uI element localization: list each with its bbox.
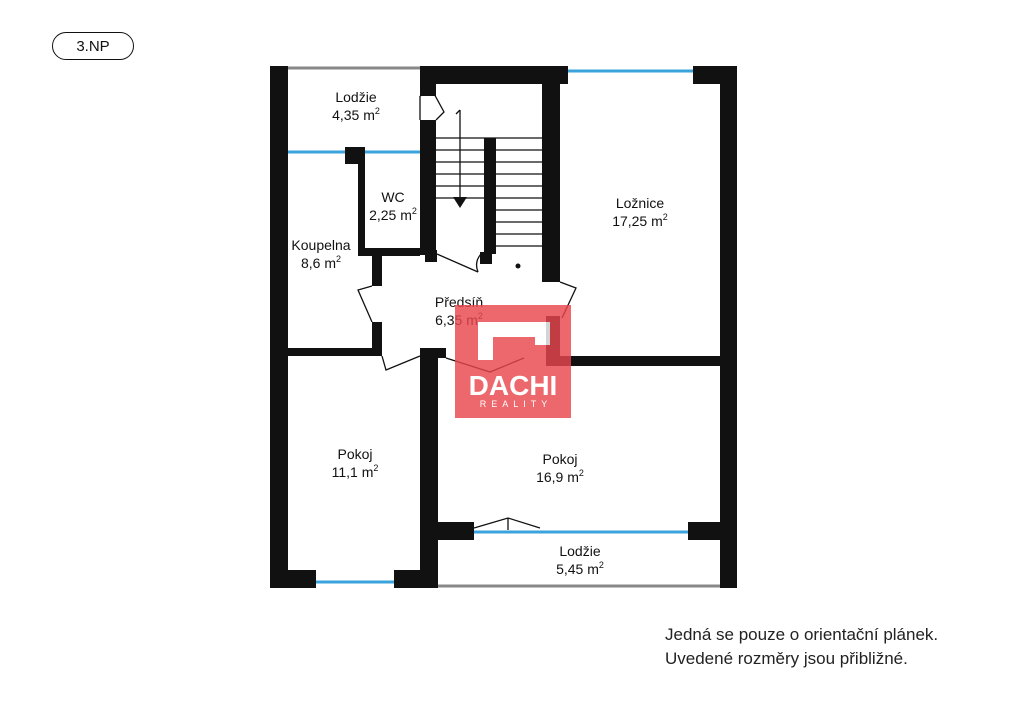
room-area: 5,45 m2 (556, 560, 604, 577)
watermark-brand: DACHI (469, 370, 558, 401)
room-name: Lodžie (335, 89, 376, 105)
stair-start-dot (515, 263, 521, 269)
room-area: 16,9 m2 (536, 468, 584, 485)
room-area: 2,25 m2 (369, 206, 417, 223)
room-name: Pokoj (337, 446, 372, 462)
walls (270, 66, 737, 588)
floor-label: 3.NP (52, 32, 134, 60)
room-area: 4,35 m2 (332, 106, 380, 123)
room-name: Pokoj (542, 451, 577, 467)
door-koupelna (357, 285, 373, 323)
room-name: WC (381, 189, 404, 205)
door-pokoj-left (381, 355, 421, 371)
room-name: Ložnice (616, 195, 664, 211)
room-area: 11,1 m2 (332, 463, 379, 480)
door-lodzie-bottom (473, 517, 541, 529)
staircase (436, 109, 542, 269)
room-name: Lodžie (559, 543, 600, 559)
watermark-sub: REALITY (480, 399, 553, 409)
room-wc: WC2,25 m2 (369, 189, 417, 223)
disclaimer-line-2: Uvedené rozměry jsou přibližné. (665, 649, 908, 668)
watermark-logo: DACHI REALITY (455, 305, 571, 418)
room-name: Koupelna (291, 237, 350, 253)
door-wc (436, 253, 479, 273)
room-area: 17,25 m2 (612, 212, 668, 229)
room-area: 8,6 m2 (301, 254, 341, 271)
disclaimer-line-1: Jedná se pouze o orientační plánek. (665, 625, 939, 644)
stair-arrow-icon (453, 197, 467, 208)
disclaimer: Jedná se pouze o orientační plánek. Uved… (665, 623, 938, 671)
